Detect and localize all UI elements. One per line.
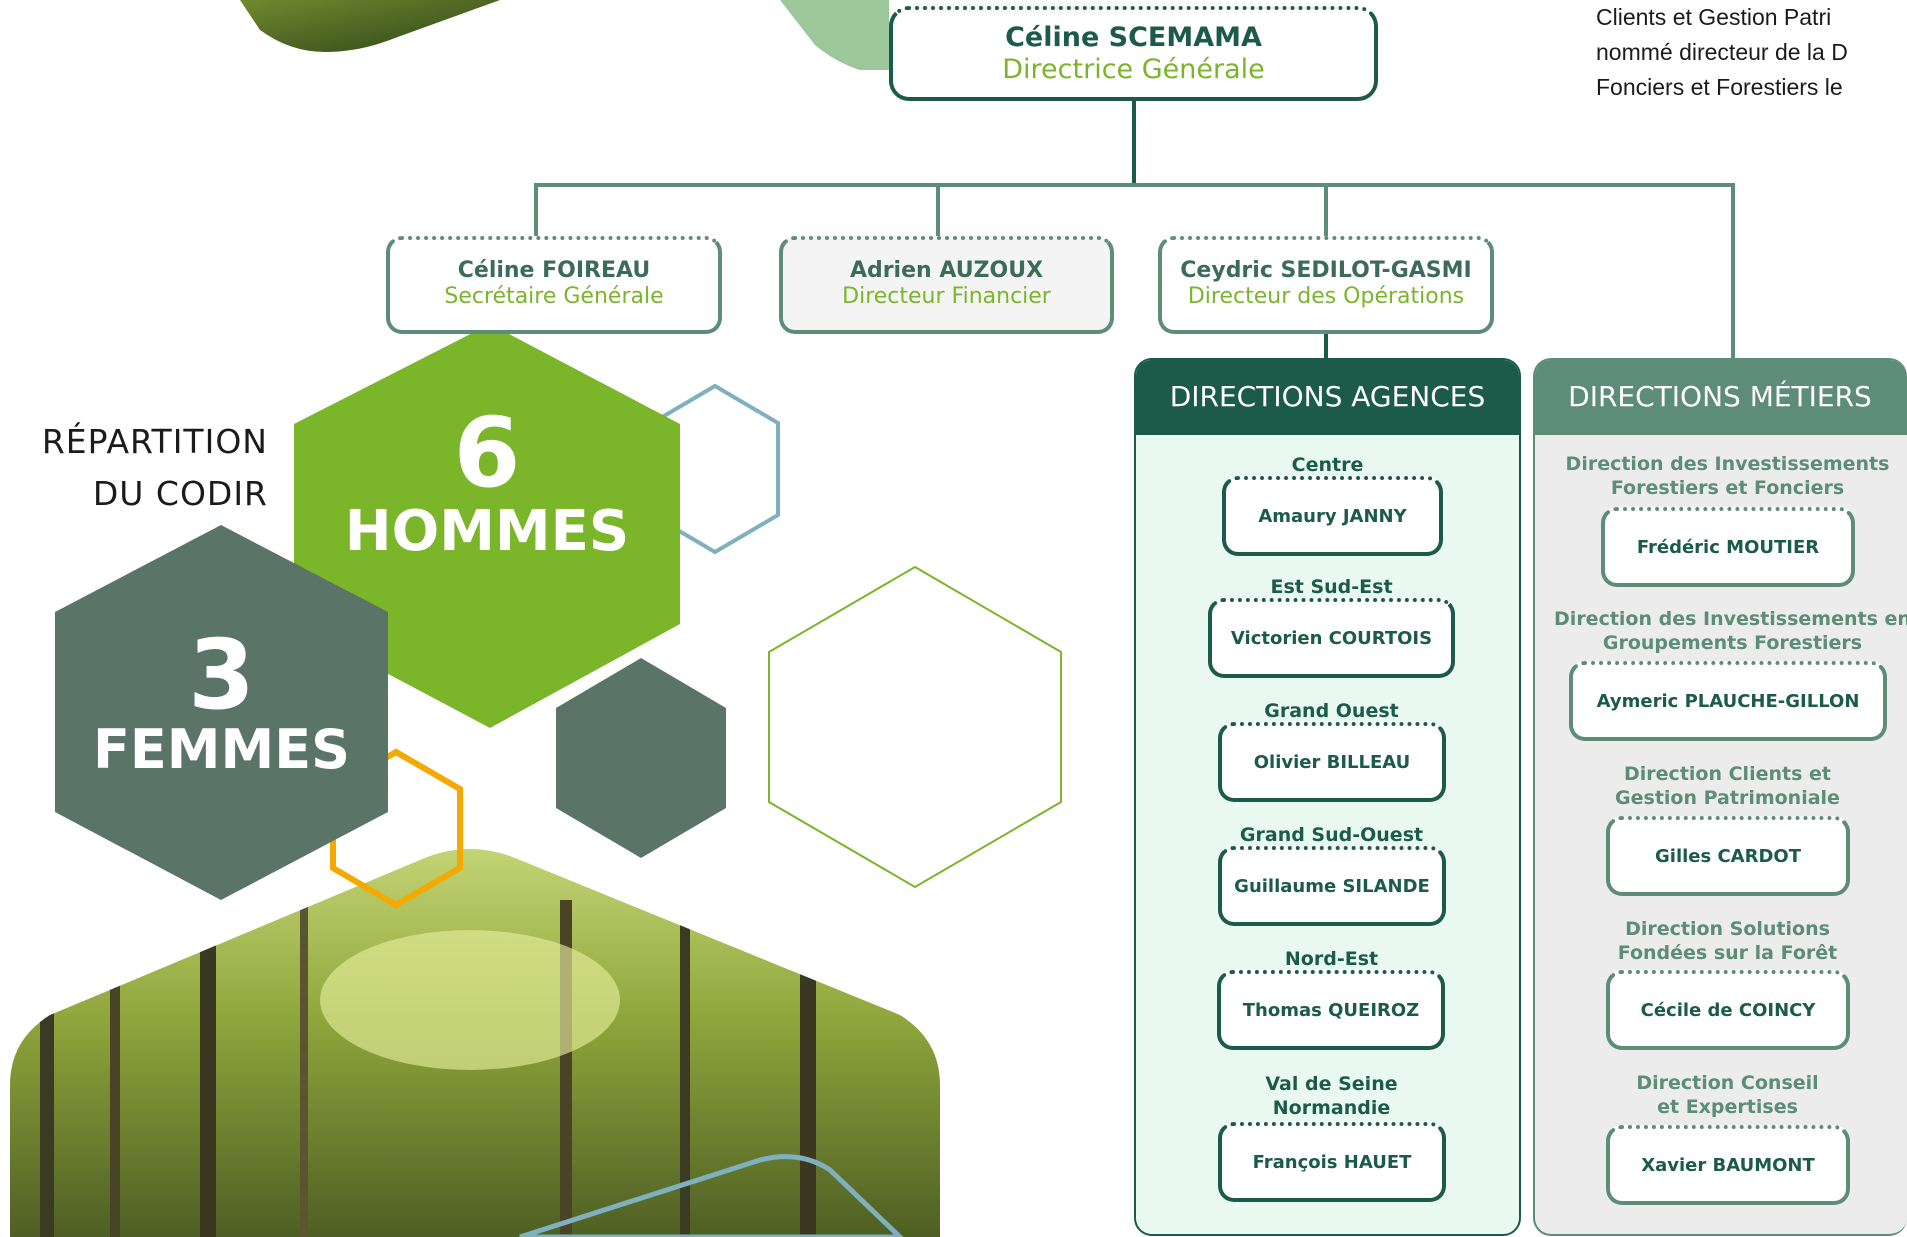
light-green-shape [780, 0, 889, 70]
region-label: Centre [1291, 454, 1364, 476]
agency-director-box: Victorien COURTOIS [1208, 598, 1455, 678]
panel-title: DIRECTIONS MÉTIERS [1535, 360, 1907, 435]
hex-hommes [294, 324, 680, 728]
femmes-count: 3 [188, 619, 255, 731]
femmes-label: FEMMES [92, 718, 351, 781]
person-name: Céline FOIREAU [457, 258, 651, 283]
hommes-label: HOMMES [344, 499, 630, 564]
metier-director-box: Frédéric MOUTIER [1601, 507, 1855, 587]
hommes-count: 6 [453, 397, 521, 509]
financial-director-box: Adrien AUZOUX Directeur Financier [779, 236, 1114, 334]
metier-director-box: Cécile de COINCY [1606, 970, 1850, 1050]
director-name: Céline SCEMAMA [1005, 22, 1262, 53]
operations-director-box: Ceydric SEDILOT-GASMI Directeur des Opér… [1158, 236, 1494, 334]
director-box: Céline SCEMAMA Directrice Générale [889, 6, 1378, 101]
panel-title: DIRECTIONS AGENCES [1136, 360, 1519, 435]
repartition-title-line2: DU CODIR [92, 474, 268, 513]
region-label: Est Sud-Est [1270, 576, 1393, 598]
direction-label: Direction Clients et Gestion Patrimonial… [1615, 763, 1840, 809]
metier-director-box: Xavier BAUMONT [1606, 1125, 1850, 1205]
intro-line: Fonciers et Forestiers le [1596, 74, 1843, 100]
secretary-general-box: Céline FOIREAU Secrétaire Générale [386, 236, 722, 334]
director-role: Directrice Générale [1002, 54, 1265, 85]
direction-label: Direction Conseil et Expertises [1636, 1072, 1819, 1118]
region-label: Grand Sud-Ouest [1239, 824, 1424, 846]
agency-director-box: Thomas QUEIROZ [1217, 970, 1445, 1050]
direction-label: Direction des Investissements Forestiers… [1565, 453, 1890, 499]
agency-director-box: François HAUET [1218, 1122, 1446, 1202]
agency-director-box: Amaury JANNY [1222, 476, 1443, 556]
direction-label: Direction des Investissements en Groupem… [1554, 608, 1907, 654]
directions-metiers-panel: DIRECTIONS MÉTIERS [1533, 358, 1907, 1236]
region-label: Nord-Est [1284, 948, 1379, 970]
intro-paragraph: Clients et Gestion Patri nommé directeur… [1596, 0, 1907, 105]
agency-director-box: Olivier BILLEAU [1218, 722, 1446, 802]
repartition-title-line1: RÉPARTITION [41, 422, 268, 461]
hex-gray-small [556, 658, 726, 858]
forest-photo [10, 849, 940, 1237]
agency-director-box: Guillaume SILANDE [1218, 846, 1446, 926]
person-role: Directeur des Opérations [1187, 284, 1465, 309]
hex-femmes [55, 525, 388, 900]
forest-photo-top [240, 0, 500, 52]
person-name: Adrien AUZOUX [849, 258, 1044, 283]
hex-outline-green [768, 565, 1062, 889]
intro-line: Clients et Gestion Patri [1596, 4, 1832, 30]
intro-line: nommé directeur de la D [1596, 39, 1848, 65]
direction-label: Direction Solutions Fondées sur la Forêt [1617, 918, 1838, 964]
region-label: Val de Seine Normandie [1265, 1073, 1398, 1119]
region-label: Grand Ouest [1264, 700, 1399, 722]
person-role: Secrétaire Générale [444, 284, 664, 309]
person-name: Ceydric SEDILOT-GASMI [1180, 258, 1472, 283]
person-role: Directeur Financier [842, 284, 1051, 309]
metier-director-box: Gilles CARDOT [1606, 816, 1850, 896]
metier-director-box: Aymeric PLAUCHE-GILLON [1569, 661, 1887, 741]
